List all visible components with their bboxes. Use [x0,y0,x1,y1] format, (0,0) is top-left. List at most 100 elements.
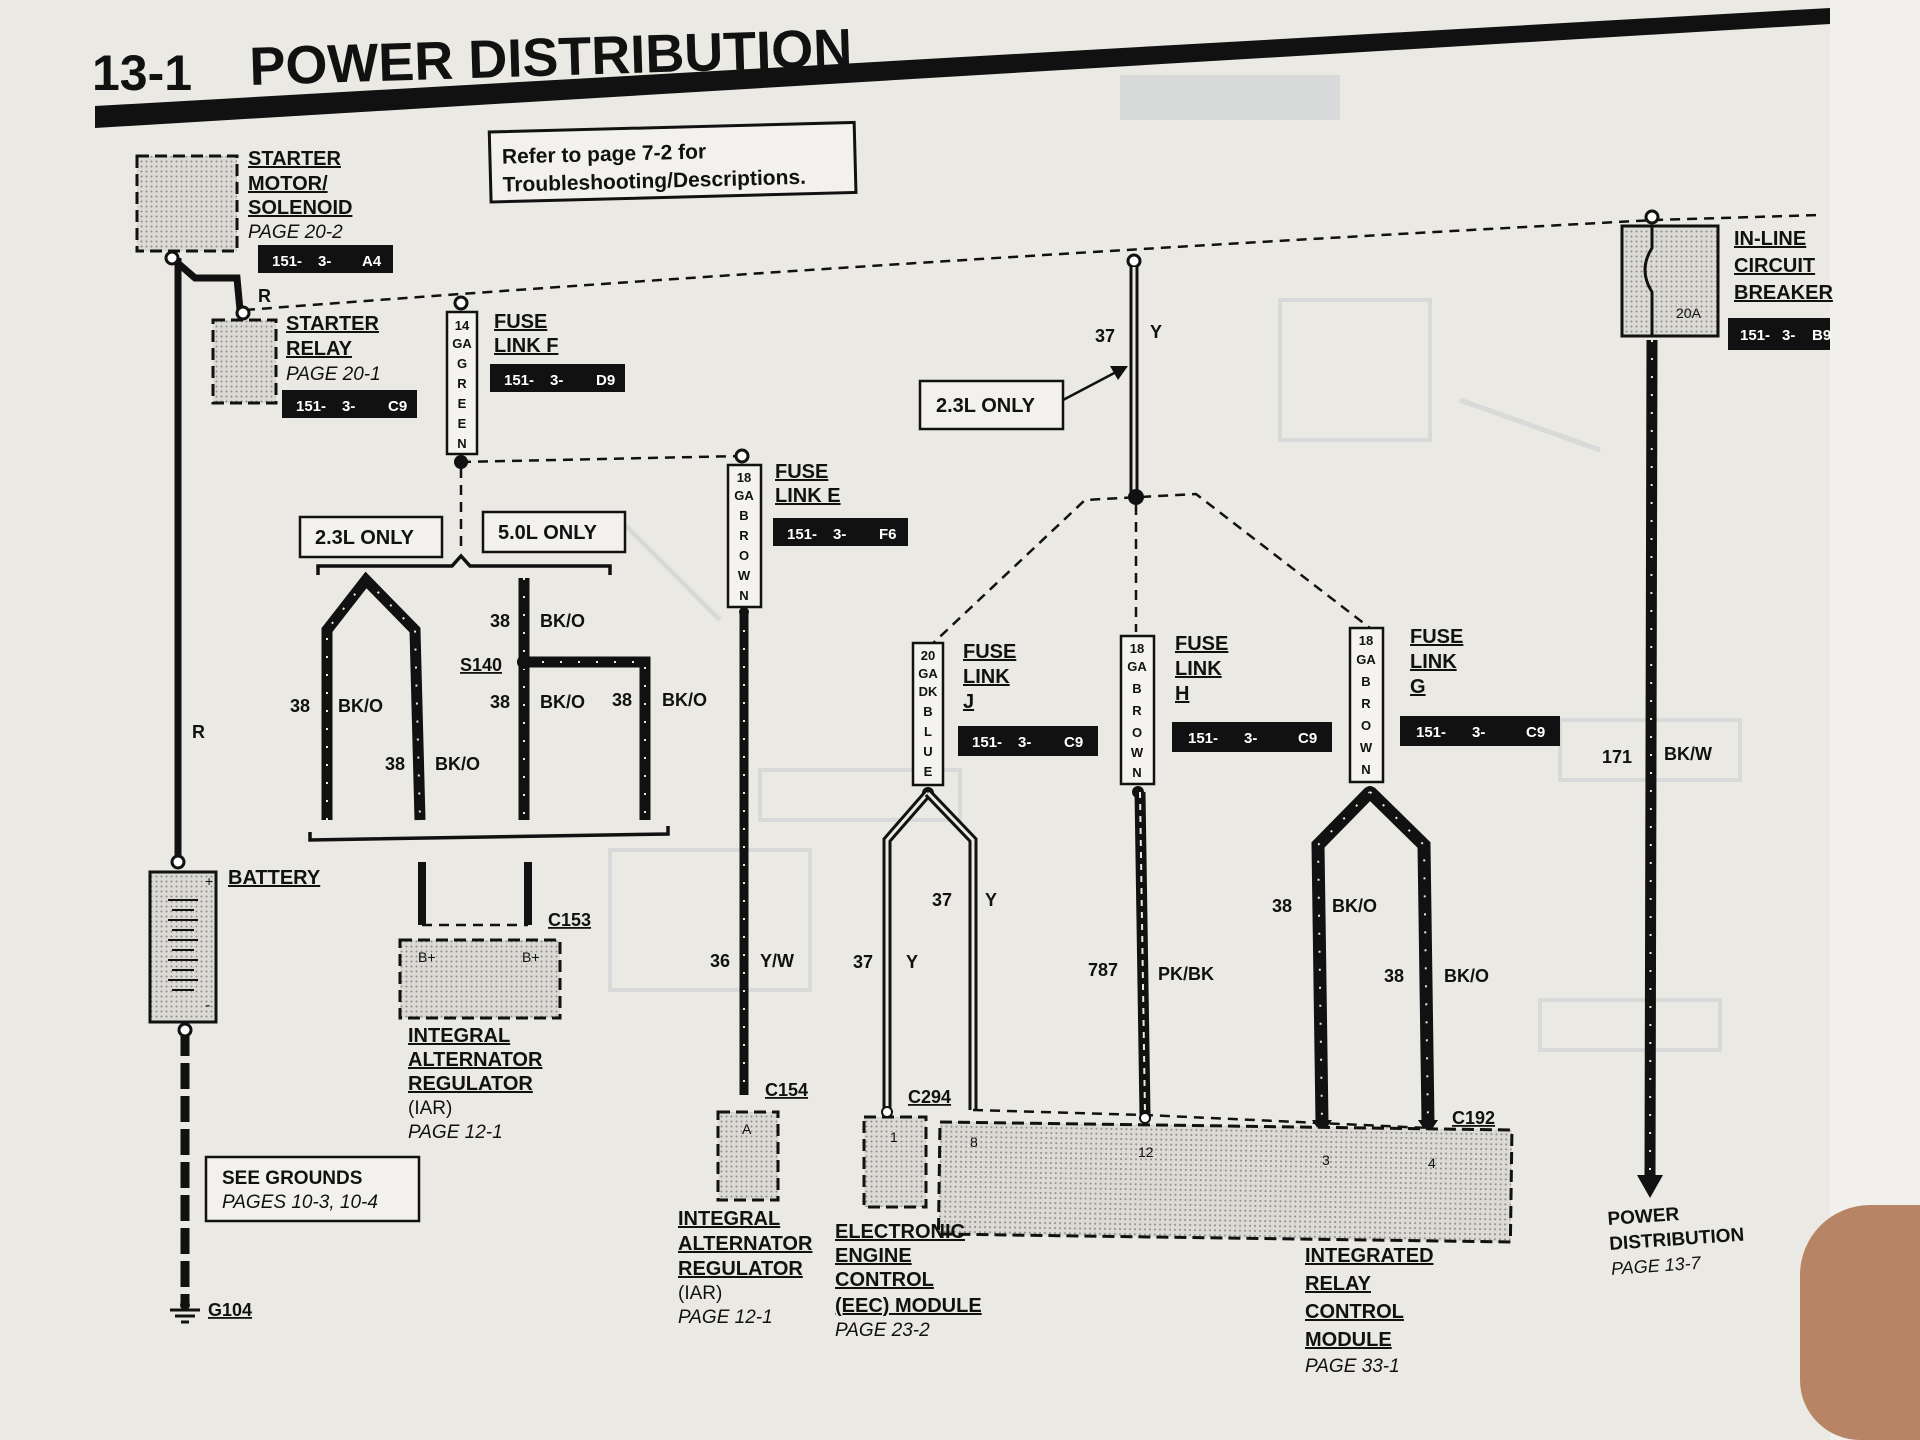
ref-grid: C9 [1298,730,1317,747]
fuse-link-j: 20 GA DK B L U E FUSE LINK J 151- 3- C9 [911,641,1098,787]
ref-grid: C9 [388,398,407,415]
ref-grid: C9 [1064,734,1083,751]
wire-y-label: Y [906,952,918,972]
ircm-page: PAGE 33-1 [1305,1356,1400,1377]
iar-abbr: (IAR) [408,1098,452,1119]
fuse-e-letter: N [739,588,748,603]
fuse-g-label-2: LINK [1410,651,1457,673]
fuse-f-letter: N [457,436,466,451]
fuse-e-letter: O [739,548,749,563]
pin-bplus: B+ [522,949,540,965]
pin-a: A [742,1121,752,1137]
ircm-label-1: INTEGRATED [1305,1245,1434,1267]
wire-38-label: 38 [490,611,510,631]
starter-motor: STARTER MOTOR/ SOLENOID PAGE 20-2 151- 3… [135,148,393,273]
see-grounds-line-2: PAGES 10-3, 10-4 [222,1192,378,1213]
fuse-j-ga: GA [918,666,938,681]
option-23l-top-box [918,379,1065,431]
starter-relay-page: PAGE 20-1 [286,364,381,385]
circuit-breaker: 20A IN-LINE CIRCUIT BREAKER 151- 3- B9 [1620,209,1833,350]
page-edge [1830,0,1920,1440]
fuse-j-letter: U [923,744,932,759]
pin-1: 1 [890,1129,898,1145]
fuse-e-label-1: FUSE [775,461,828,483]
arrow-down-icon [1637,1175,1663,1198]
fuse-j-label-3: J [963,691,974,713]
ground-g104: G104 [208,1300,252,1320]
iar2-abbr: (IAR) [678,1283,722,1304]
fuse-j-letter: L [924,724,932,739]
power-dist-label-1: POWER [1607,1204,1680,1230]
note-box: Refer to page 7-2 for Troubleshooting/De… [487,120,858,204]
ref-part: 151- [1740,327,1770,344]
breaker-label-3: BREAKER [1734,282,1833,304]
wire-38-label: 38 [1384,966,1404,986]
power-dist-page: PAGE 13-7 [1610,1253,1702,1279]
wire-bko-label: BK/O [540,611,585,631]
wire-37-label: 37 [1095,326,1115,346]
fuse-link-h: 18 GA B R O W N FUSE LINK H 151- 3- C9 [1119,633,1332,786]
fuse-e-gauge: 18 [737,470,751,485]
ref-part: 151- [272,253,302,270]
ref-part: 151- [972,734,1002,751]
fuse-e-ga: GA [734,488,754,503]
iar2-page: PAGE 12-1 [678,1307,773,1328]
wire-bko-label: BK/O [338,696,383,716]
ref-part: 151- [787,526,817,543]
wire-38-label: 38 [290,696,310,716]
fuse-j-label-2: LINK [963,666,1010,688]
wire-r-label: R [192,722,205,742]
battery: + - BATTERY [148,867,321,1024]
ref-grid: C9 [1526,724,1545,741]
header: 13-1 POWER DISTRIBUTION [92,8,1830,128]
note-line-1: Refer to page 7-2 for [502,140,707,168]
fuse-j-letter: E [924,764,933,779]
fuse-e-letter: R [739,528,749,543]
header-bar [95,8,1830,128]
pin-8: 8 [970,1134,978,1150]
fuse-e-letter: B [739,508,748,523]
ref-page: 3- [833,526,846,543]
ircm-label-4: MODULE [1305,1329,1392,1351]
wire-bko-label: BK/O [1332,896,1377,916]
battery-minus: - [205,997,210,1014]
see-grounds-box [204,1155,421,1223]
connector-c294-label: C294 [908,1087,951,1107]
pin-bplus: B+ [418,949,436,965]
fuse-link-e: 18 GA B R O W N FUSE LINK E 151- 3- F6 [726,448,908,609]
splice-s140-label: S140 [460,655,502,675]
iar2-label-3: REGULATOR [678,1258,803,1280]
ircm-label-2: RELAY [1305,1273,1372,1295]
pin-12: 12 [1138,1144,1154,1160]
iar-label-1: INTEGRAL [408,1025,510,1047]
fuse-j-letter: B [923,704,932,719]
wire-38-label: 38 [612,690,632,710]
connector-c192-label: C192 [1452,1108,1495,1128]
power-distribution-ref: POWER DISTRIBUTION PAGE 13-7 [1607,1204,1745,1279]
wire-bkw-label: BK/W [1664,744,1712,764]
iar-label-3: REGULATOR [408,1073,533,1095]
ref-page: 3- [1782,327,1795,344]
eec-label-3: CONTROL [835,1269,934,1291]
ref-grid: F6 [879,526,897,543]
ref-page: 3- [1018,734,1031,751]
pin-4: 4 [1428,1155,1436,1171]
starter-relay-label-1: STARTER [286,313,380,335]
fuse-f-label-2: LINK F [494,335,558,357]
fuse-f-label-1: FUSE [494,311,547,333]
starter-motor-page: PAGE 20-2 [248,222,343,243]
connector-c294-c192: 1 8 12 3 4 C294 C192 [862,1087,1514,1244]
ref-page: 3- [342,398,355,415]
ref-page: 3- [550,372,563,389]
wire-bko-label: BK/O [540,692,585,712]
starter-motor-label-2: MOTOR/ [248,173,328,195]
ref-part: 151- [1188,730,1218,747]
iar-connector: B+ B+ C153 INTEGRAL ALTERNATOR REGULATOR… [398,862,591,1143]
ref-page: 3- [318,253,331,270]
splice-s140-dot [517,655,531,669]
starter-relay-label-2: RELAY [286,338,353,360]
fuse-h-letter: O [1132,725,1142,740]
fuse-g-letter: W [1360,740,1373,755]
pin-3: 3 [1322,1152,1330,1168]
